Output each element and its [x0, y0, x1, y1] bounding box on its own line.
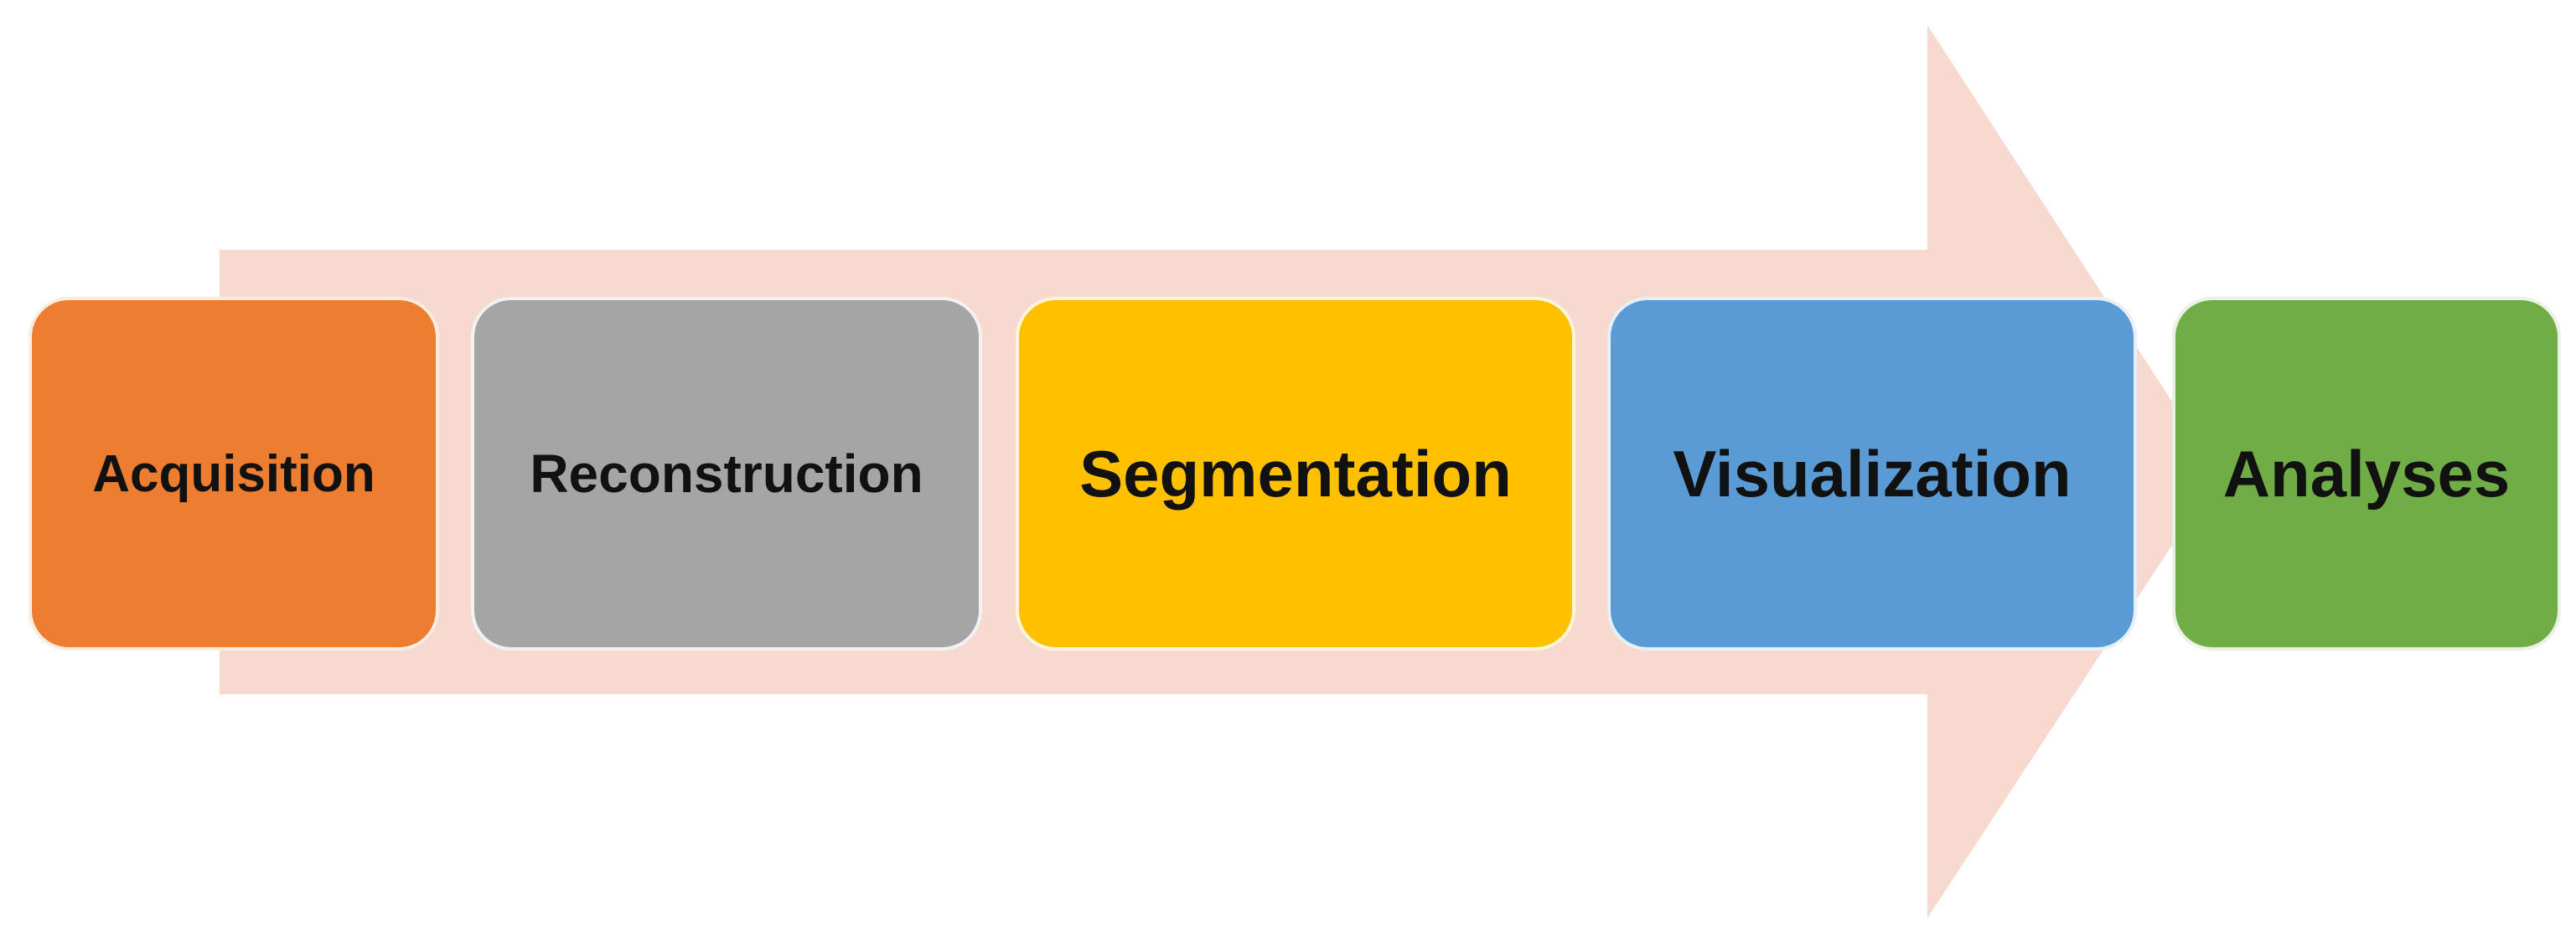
stage-analyses: Analyses — [2172, 297, 2561, 651]
stage-label-visualization: Visualization — [1673, 436, 2072, 511]
stage-acquisition: Acquisition — [28, 297, 439, 651]
stage-label-segmentation: Segmentation — [1079, 436, 1512, 511]
stage-segmentation: Segmentation — [1016, 297, 1575, 651]
stage-label-analyses: Analyses — [2222, 436, 2511, 511]
stage-reconstruction: Reconstruction — [471, 297, 982, 651]
stage-label-acquisition: Acquisition — [92, 444, 375, 503]
stage-label-reconstruction: Reconstruction — [530, 444, 923, 504]
stage-visualization: Visualization — [1607, 297, 2137, 651]
